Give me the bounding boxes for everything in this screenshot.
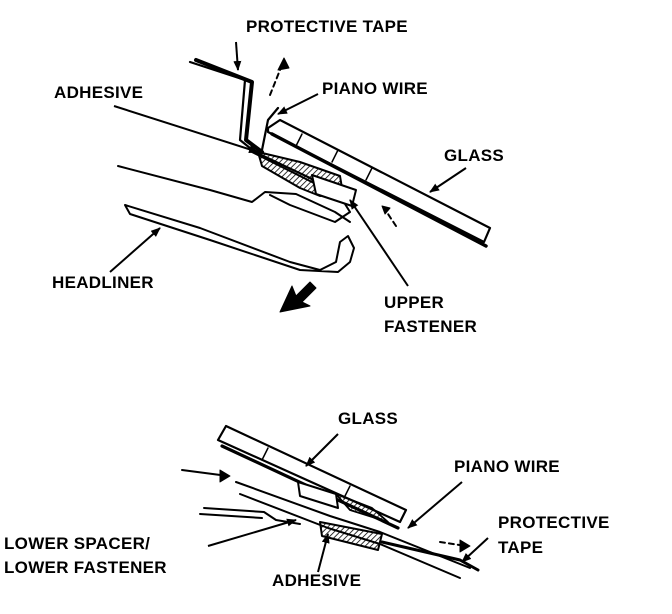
glass-pane <box>266 118 492 244</box>
direction-arrow <box>279 281 317 313</box>
piano-wire <box>260 106 280 152</box>
lower-glass-pane <box>216 424 408 524</box>
label-protective-tape: PROTECTIVE TAPE <box>246 17 408 36</box>
label-glass: GLASS <box>444 146 505 165</box>
label-lower-spacer-line2: LOWER FASTENER <box>4 558 167 577</box>
top-view-leaders <box>109 41 467 287</box>
label-upper-fastener-line1: UPPER <box>384 293 445 312</box>
label-upper-fastener-line2: FASTENER <box>384 317 478 336</box>
protective-tape-band <box>194 58 264 154</box>
label-headliner: HEADLINER <box>52 273 154 292</box>
label-adhesive: ADHESIVE <box>54 83 144 102</box>
bottom-view-leaders <box>207 433 489 573</box>
label-lower-adhesive: ADHESIVE <box>272 571 362 590</box>
label-lower-protective-tape-line1: PROTECTIVE <box>498 513 610 532</box>
label-lower-glass: GLASS <box>338 409 399 428</box>
lower-spacer <box>297 481 339 509</box>
lower-adhesive-bead <box>319 521 383 551</box>
label-lower-piano-wire: PIANO WIRE <box>454 457 560 476</box>
label-piano-wire: PIANO WIRE <box>322 79 428 98</box>
headliner-panel <box>117 165 351 223</box>
label-lower-spacer-line1: LOWER SPACER/ <box>4 534 151 553</box>
lower-piano-wire <box>380 540 480 572</box>
bottom-view-drawing <box>181 424 480 579</box>
lower-body-panel <box>235 481 471 569</box>
top-view-drawing <box>117 57 492 313</box>
label-lower-protective-tape-line2: TAPE <box>498 538 544 557</box>
